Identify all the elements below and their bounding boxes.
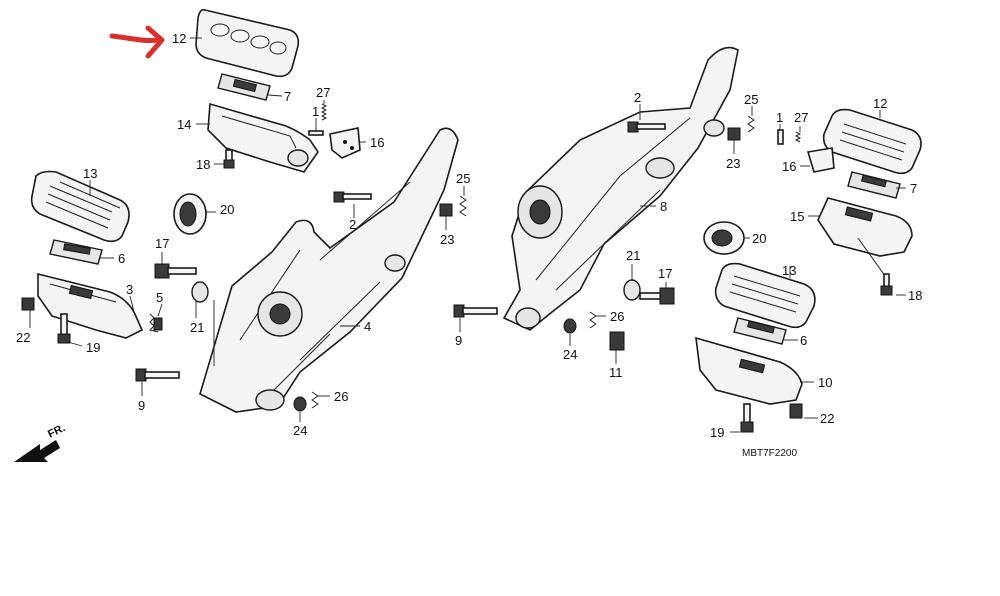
callout-19: 19 <box>86 340 100 355</box>
callout-24: 24 <box>293 423 307 438</box>
callout-9-right: 9 <box>455 333 462 348</box>
part-2-bolt <box>333 191 372 203</box>
part-9-bolt <box>135 368 180 382</box>
callout-25-right: 25 <box>744 92 758 107</box>
part-26-spring <box>311 391 319 409</box>
callout-19-right: 19 <box>710 425 724 440</box>
part-5-spring <box>149 313 163 333</box>
callout-4: 4 <box>364 319 371 334</box>
diagram-code: MBT7F2200 <box>742 448 797 459</box>
callout-16-right: 16 <box>782 159 796 174</box>
callout-11: 11 <box>609 365 623 380</box>
front-direction-arrow-icon: FR. <box>14 422 67 462</box>
part-21-washer-right <box>623 279 641 301</box>
part-20-grommet <box>173 193 207 235</box>
callout-1: 1 <box>312 104 319 119</box>
part-19-bolt-right <box>740 403 754 433</box>
callout-24-right: 24 <box>563 347 577 362</box>
callout-7-right: 7 <box>910 181 917 196</box>
callout-2-right: 2 <box>634 90 641 105</box>
callout-9: 9 <box>138 398 145 413</box>
part-1-pin <box>308 130 324 136</box>
callout-6-right: 6 <box>800 333 807 348</box>
callout-22: 22 <box>16 330 30 345</box>
part-16-bracket <box>329 127 361 159</box>
callout-21-right: 21 <box>626 248 640 263</box>
part-7-plate-right <box>847 171 901 199</box>
part-3-footpeg-bracket <box>37 272 144 339</box>
callout-21: 21 <box>190 320 204 335</box>
callout-17: 17 <box>155 236 169 251</box>
part-6-plate-right <box>733 317 787 345</box>
callout-23: 23 <box>440 232 454 247</box>
callout-15: 15 <box>790 209 804 224</box>
part-17-bolt <box>154 263 197 279</box>
part-22-nut <box>21 297 35 311</box>
callout-20: 20 <box>220 202 234 217</box>
part-24-nut <box>293 396 307 412</box>
part-17-bolt-right <box>639 287 675 305</box>
part-21-washer <box>191 281 209 303</box>
part-11-clip <box>609 331 625 351</box>
callout-1-right: 1 <box>776 110 783 125</box>
part-23-nut <box>439 203 453 217</box>
callout-25: 25 <box>456 171 470 186</box>
part-6-plate <box>49 239 103 265</box>
leader-lines <box>29 37 906 433</box>
callout-13-right: 13 <box>782 263 796 278</box>
part-26-spring-right <box>589 311 597 329</box>
part-12-footpeg-rubber-right <box>822 108 922 175</box>
callout-26: 26 <box>334 389 348 404</box>
part-8-bracket <box>502 46 739 331</box>
callout-2: 2 <box>349 217 356 232</box>
callout-10: 10 <box>818 375 832 390</box>
part-9-bolt-right <box>453 304 498 318</box>
callout-12: 12 <box>172 31 186 46</box>
callout-18: 18 <box>196 157 210 172</box>
part-27-spring-right <box>794 131 802 143</box>
part-20-grommet-right <box>703 221 745 255</box>
part-25-spring-right <box>747 115 755 133</box>
part-18-bolt-right <box>880 273 893 296</box>
part-18-bolt <box>223 149 235 169</box>
callout-6: 6 <box>118 251 125 266</box>
callout-20-right: 20 <box>752 231 766 246</box>
callout-16: 16 <box>370 135 384 150</box>
callout-13: 13 <box>83 166 97 181</box>
part-24-nut-right <box>563 318 577 334</box>
callout-8: 8 <box>660 199 667 214</box>
callout-27-right: 27 <box>794 110 808 125</box>
callout-18-right: 18 <box>908 288 922 303</box>
callout-labels: 12 7 1 27 16 14 18 13 20 6 17 3 5 21 22 … <box>16 31 922 440</box>
part-13-footpeg-rubber <box>30 170 130 243</box>
part-19-bolt <box>57 313 71 344</box>
callout-5: 5 <box>156 290 163 305</box>
part-14-footpeg-bracket <box>207 102 319 173</box>
callout-27: 27 <box>316 85 330 100</box>
part-1-pin-right <box>777 129 784 145</box>
part-27-spring <box>320 103 328 121</box>
part-7-plate <box>217 73 271 101</box>
callout-23-right: 23 <box>726 156 740 171</box>
callout-12-right: 12 <box>873 96 887 111</box>
highlight-arrow-icon <box>109 25 165 59</box>
callout-3: 3 <box>126 282 133 297</box>
part-23-nut-right <box>727 127 741 141</box>
part-4-bracket <box>199 127 459 413</box>
part-22-nut-right <box>789 403 803 419</box>
callout-22-right: 22 <box>820 411 834 426</box>
front-direction-label: FR. <box>46 422 67 441</box>
part-10-footpeg-bracket <box>695 336 803 405</box>
callout-17-right: 17 <box>658 266 672 281</box>
part-16-bracket-right <box>806 147 835 173</box>
part-25-spring <box>459 195 467 217</box>
part-2-bolt-right <box>627 121 666 133</box>
callout-7: 7 <box>284 89 291 104</box>
callout-14: 14 <box>177 117 191 132</box>
part-13-footpeg-rubber-right <box>714 262 816 329</box>
part-12-footpeg-rubber <box>195 8 300 78</box>
callout-26-right: 26 <box>610 309 624 324</box>
part-15-footpeg-bracket <box>817 197 913 281</box>
